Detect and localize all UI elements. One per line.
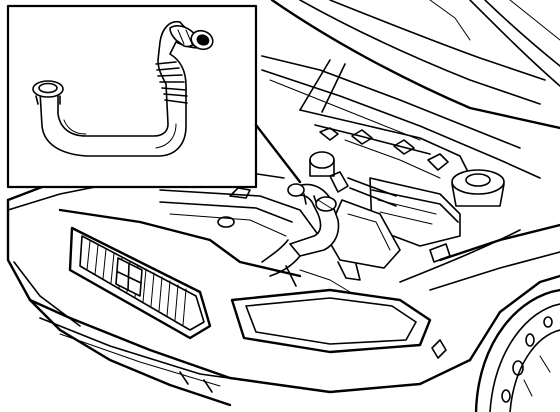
open-hood (270, 0, 560, 130)
detail-inset (6, 4, 302, 189)
car-body (6, 0, 560, 412)
front-wheel (474, 288, 560, 412)
front-grille (68, 226, 212, 340)
coolant-hose-icon (32, 20, 214, 157)
leader-line (254, 123, 302, 184)
coolant-hose-installed (261, 171, 349, 277)
headlight (230, 288, 432, 354)
engine-bay (159, 55, 541, 293)
